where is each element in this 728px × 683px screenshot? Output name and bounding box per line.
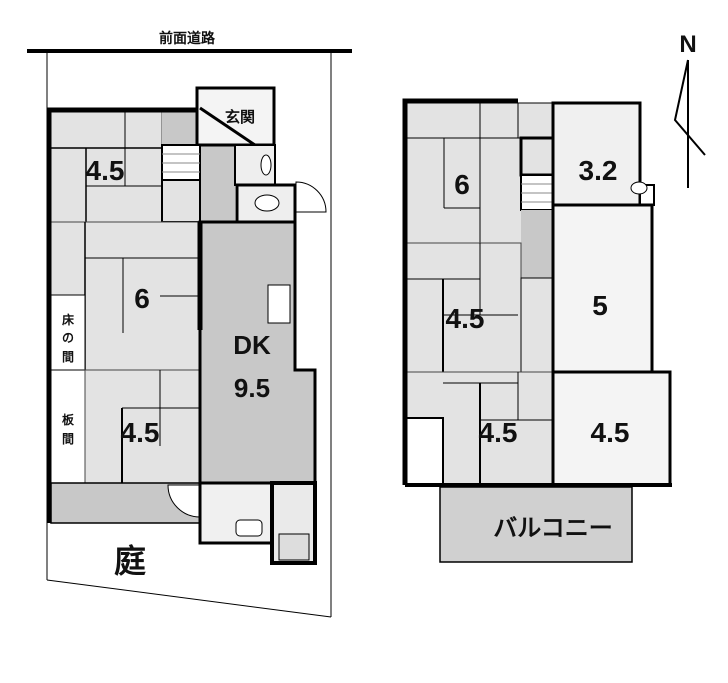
door-swing [295, 181, 327, 213]
garden-label: 庭 [114, 542, 146, 580]
room-size-label: 4.5 [121, 417, 160, 448]
room-size-label: 4.5 [446, 303, 485, 334]
room-size-label: 3.2 [579, 155, 618, 186]
ground-floor [46, 86, 327, 565]
entrance-label: 玄関 [225, 108, 255, 126]
dk-size-label: 9.5 [234, 373, 270, 403]
balcony [439, 486, 633, 563]
room-size-label: 4.5 [591, 417, 630, 448]
north-label: N [679, 31, 696, 58]
sink-icon [260, 154, 272, 176]
dk-label: DK [233, 330, 271, 360]
upper-floor [402, 98, 672, 563]
sink-icon [630, 181, 648, 195]
itama-char: 間 [62, 432, 74, 446]
tokonoma-char: 間 [62, 350, 74, 364]
tokonoma-char: の [62, 331, 74, 345]
room-size-label: 6 [134, 283, 150, 314]
kitchen-sink [267, 284, 291, 324]
room-size-label: 6 [454, 169, 470, 200]
toilet-icon [254, 194, 280, 212]
room-size-label: 4.5 [479, 417, 518, 448]
washbasin-icon [235, 519, 263, 537]
balcony-label: バルコニー [493, 514, 613, 542]
room-size-label: 4.5 [86, 155, 125, 186]
room-size-label: 5 [592, 290, 608, 321]
north-arrow-icon [673, 59, 706, 188]
tokonoma-char: 床 [62, 312, 75, 327]
road-label: 前面道路 [159, 30, 216, 47]
itama-char: 板 [62, 412, 75, 427]
